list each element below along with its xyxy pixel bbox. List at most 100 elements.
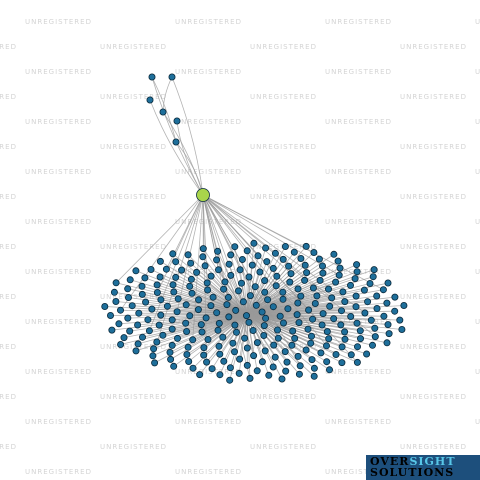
graph-node[interactable] xyxy=(371,333,379,341)
graph-node[interactable] xyxy=(198,328,206,336)
graph-node[interactable] xyxy=(182,319,190,327)
graph-node[interactable] xyxy=(213,256,221,264)
graph-node[interactable] xyxy=(297,292,305,300)
graph-node[interactable] xyxy=(132,347,140,355)
graph-node[interactable] xyxy=(214,247,222,255)
graph-node[interactable] xyxy=(383,299,391,307)
graph-node[interactable] xyxy=(125,293,133,301)
graph-node[interactable] xyxy=(287,270,295,278)
graph-node[interactable] xyxy=(147,265,155,273)
graph-node[interactable] xyxy=(182,301,190,309)
graph-node[interactable] xyxy=(203,358,211,366)
graph-node[interactable] xyxy=(288,341,296,349)
graph-node[interactable] xyxy=(243,247,251,255)
graph-node[interactable] xyxy=(262,244,270,252)
graph-node[interactable] xyxy=(168,325,176,333)
graph-node[interactable] xyxy=(360,286,368,294)
graph-node[interactable] xyxy=(153,338,161,346)
graph-node[interactable] xyxy=(370,266,378,274)
graph-node[interactable] xyxy=(323,328,331,336)
graph-node[interactable] xyxy=(167,355,175,363)
graph-node[interactable] xyxy=(234,287,242,295)
graph-node[interactable] xyxy=(253,339,261,347)
graph-node[interactable] xyxy=(157,296,165,304)
graph-node[interactable] xyxy=(318,262,326,270)
graph-node[interactable] xyxy=(144,316,152,324)
graph-node[interactable] xyxy=(325,366,333,374)
graph-node[interactable] xyxy=(166,348,174,356)
graph-node[interactable] xyxy=(400,301,408,309)
graph-node[interactable] xyxy=(310,248,318,256)
graph-node[interactable] xyxy=(157,311,165,319)
graph-node[interactable] xyxy=(173,308,181,316)
graph-node[interactable] xyxy=(124,285,132,293)
graph-node[interactable] xyxy=(213,309,221,317)
graph-node[interactable] xyxy=(107,311,115,319)
graph-node[interactable] xyxy=(227,271,235,279)
graph-node[interactable] xyxy=(296,362,304,370)
graph-node[interactable] xyxy=(398,325,406,333)
graph-node[interactable] xyxy=(235,369,243,377)
graph-node[interactable] xyxy=(110,288,118,296)
graph-node[interactable] xyxy=(305,306,313,314)
graph-node[interactable] xyxy=(290,248,298,256)
graph-node[interactable] xyxy=(371,324,379,332)
graph-node[interactable] xyxy=(330,315,338,323)
graph-node[interactable] xyxy=(301,276,309,284)
graph-node[interactable] xyxy=(231,243,239,251)
graph-node[interactable] xyxy=(367,316,375,324)
graph-node[interactable] xyxy=(261,288,269,296)
graph-node[interactable] xyxy=(258,358,266,366)
graph-node[interactable] xyxy=(279,319,287,327)
graph-node[interactable] xyxy=(117,340,125,348)
graph-node[interactable] xyxy=(223,301,231,309)
graph-node[interactable] xyxy=(115,320,123,328)
graph-node[interactable] xyxy=(214,266,222,274)
graph-node[interactable] xyxy=(274,334,282,342)
graph-node[interactable] xyxy=(338,359,346,367)
graph-node[interactable] xyxy=(174,295,182,303)
graph-node[interactable] xyxy=(135,309,143,317)
graph-node[interactable] xyxy=(151,359,159,367)
graph-node[interactable] xyxy=(353,319,361,327)
graph-node[interactable] xyxy=(230,348,238,356)
graph-node[interactable] xyxy=(263,258,271,266)
graph-node[interactable] xyxy=(148,73,156,81)
graph-node[interactable] xyxy=(332,278,340,286)
graph-node[interactable] xyxy=(256,268,264,276)
graph-node[interactable] xyxy=(186,282,194,290)
graph-node[interactable] xyxy=(183,327,191,335)
graph-node[interactable] xyxy=(142,298,150,306)
graph-node[interactable] xyxy=(251,283,259,291)
graph-node[interactable] xyxy=(126,276,134,284)
graph-node[interactable] xyxy=(347,312,355,320)
graph-node[interactable] xyxy=(208,365,216,373)
graph-node[interactable] xyxy=(199,245,207,253)
graph-node[interactable] xyxy=(317,349,325,357)
graph-node[interactable] xyxy=(126,327,134,335)
graph-node[interactable] xyxy=(204,335,212,343)
graph-node[interactable] xyxy=(308,356,316,364)
graph-node[interactable] xyxy=(295,370,303,378)
graph-node[interactable] xyxy=(197,321,205,329)
graph-node[interactable] xyxy=(380,312,388,320)
graph-node[interactable] xyxy=(187,275,195,283)
graph-node[interactable] xyxy=(163,302,171,310)
graph-node[interactable] xyxy=(155,321,163,329)
graph-node[interactable] xyxy=(248,261,256,269)
graph-node[interactable] xyxy=(279,288,287,296)
graph-node[interactable] xyxy=(184,251,192,259)
graph-node[interactable] xyxy=(304,325,312,333)
graph-node[interactable] xyxy=(194,306,202,314)
graph-node[interactable] xyxy=(124,314,132,322)
graph-node[interactable] xyxy=(264,296,272,304)
graph-node[interactable] xyxy=(250,239,258,247)
graph-node[interactable] xyxy=(162,265,170,273)
graph-node[interactable] xyxy=(187,259,195,267)
graph-node[interactable] xyxy=(249,326,257,334)
graph-node[interactable] xyxy=(172,273,180,281)
graph-node[interactable] xyxy=(141,274,149,282)
graph-node[interactable] xyxy=(278,375,286,383)
graph-node[interactable] xyxy=(172,258,180,266)
graph-node[interactable] xyxy=(156,273,164,281)
